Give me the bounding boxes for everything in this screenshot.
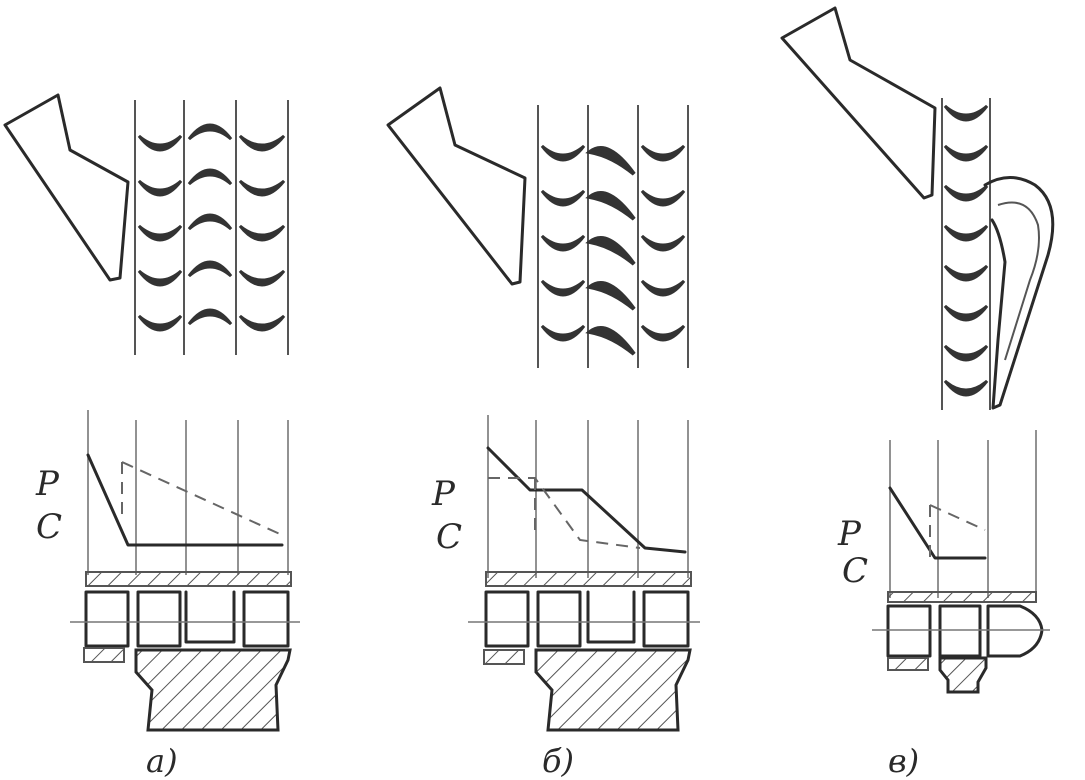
vane-a-right-1 xyxy=(238,179,286,197)
vane-b-right-0 xyxy=(640,144,686,162)
label-c-b: C xyxy=(436,517,462,557)
vane-v-0 xyxy=(943,104,989,122)
vane-b-mid-2 xyxy=(585,236,636,266)
caption-v: в) xyxy=(888,742,919,780)
vane-a-left-4 xyxy=(137,314,183,332)
vane-a-mid-0 xyxy=(187,123,233,141)
vane-a-mid-3 xyxy=(187,260,233,278)
panel-v: P C в) xyxy=(780,6,1055,780)
vane-b-mid-3 xyxy=(585,281,636,311)
pressure-diagram-a xyxy=(70,410,300,732)
vane-v-1 xyxy=(943,144,989,162)
vane-a-right-3 xyxy=(238,269,286,287)
vane-a-left-3 xyxy=(137,269,183,287)
panel-b: P C б) xyxy=(386,86,700,780)
vanes-v xyxy=(943,104,989,397)
nozzle-b xyxy=(386,86,527,286)
vane-a-left-0 xyxy=(137,134,183,152)
guide-lines-b xyxy=(537,105,689,368)
vane-a-mid-2 xyxy=(187,213,233,231)
pressure-diagram-v xyxy=(872,430,1050,694)
guide-lines-a xyxy=(134,100,289,355)
vane-a-mid-1 xyxy=(187,168,233,186)
label-p-b: P xyxy=(431,474,456,514)
vane-b-left-3 xyxy=(540,279,586,297)
vane-b-left-1 xyxy=(540,189,586,207)
caption-b: б) xyxy=(542,742,574,780)
vanes-a xyxy=(137,123,286,332)
vane-a-mid-4 xyxy=(187,308,233,326)
vanes-b xyxy=(540,144,686,356)
label-c-v: C xyxy=(842,551,868,591)
pressure-diagram-b xyxy=(468,415,700,732)
vane-a-right-4 xyxy=(238,314,286,332)
vane-a-right-0 xyxy=(238,134,286,152)
label-p-a: P xyxy=(35,464,60,504)
panel-a: P C a) xyxy=(3,93,300,780)
label-p-v: P xyxy=(837,514,862,554)
reversing-bucket xyxy=(983,176,1055,410)
vane-b-mid-4 xyxy=(585,326,636,356)
label-c-a: C xyxy=(36,507,62,547)
nozzle-v xyxy=(780,6,937,200)
vane-v-6 xyxy=(943,344,989,362)
vane-a-left-2 xyxy=(137,224,183,242)
vane-v-3 xyxy=(943,224,989,242)
vane-b-left-4 xyxy=(540,324,586,342)
vane-v-4 xyxy=(943,264,989,282)
vane-b-right-1 xyxy=(640,189,686,207)
vane-b-mid-0 xyxy=(585,146,636,176)
caption-a: a) xyxy=(146,742,178,780)
nozzle-a xyxy=(3,93,130,282)
vane-b-mid-1 xyxy=(585,191,636,221)
vane-v-2 xyxy=(943,184,989,202)
guide-lines-v xyxy=(941,98,991,410)
vane-v-7 xyxy=(943,379,989,397)
vane-b-left-2 xyxy=(540,234,586,252)
vane-b-right-4 xyxy=(640,324,686,342)
vane-b-left-0 xyxy=(540,144,586,162)
vane-v-5 xyxy=(943,304,989,322)
vane-b-right-3 xyxy=(640,279,686,297)
vane-b-right-2 xyxy=(640,234,686,252)
vane-a-left-1 xyxy=(137,179,183,197)
vane-a-right-2 xyxy=(238,224,286,242)
